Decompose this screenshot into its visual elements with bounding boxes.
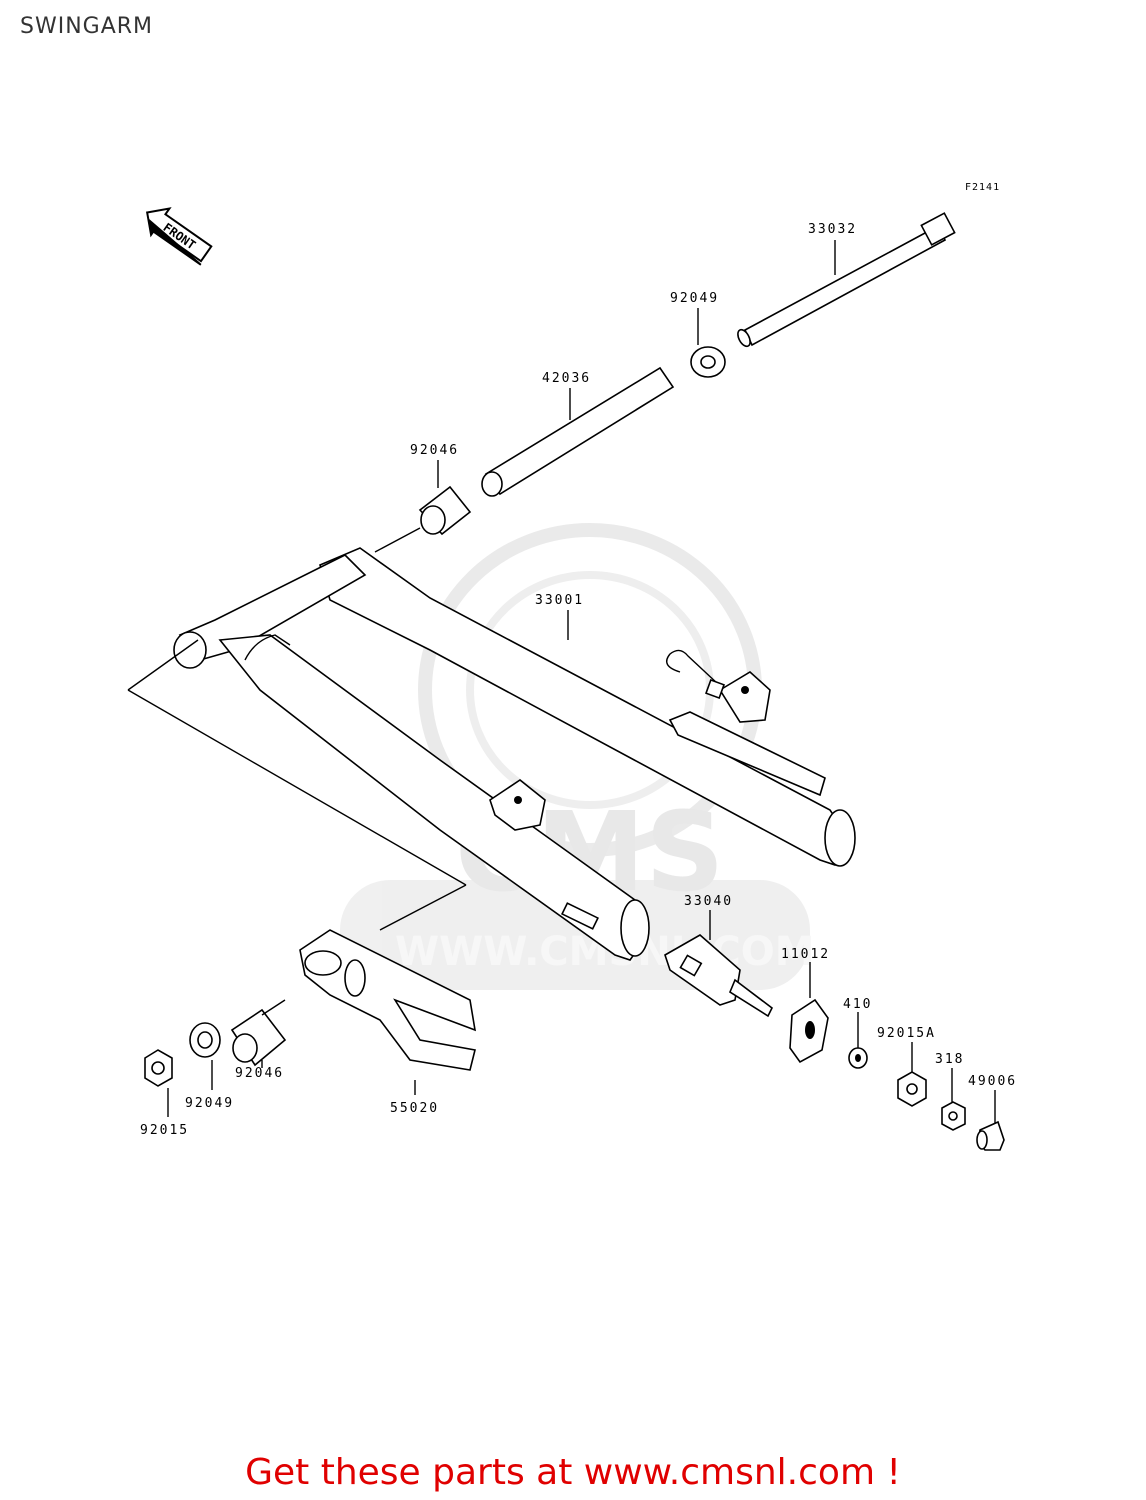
part-label-92015A: 92015A xyxy=(877,1026,936,1041)
part-label-33040: 33040 xyxy=(684,894,733,909)
part-label-410: 410 xyxy=(843,997,872,1012)
part-92046-bearing-upper xyxy=(374,460,472,553)
part-label-92015: 92015 xyxy=(140,1123,189,1138)
part-92049-collar xyxy=(690,308,726,378)
part-label-92046-upper: 92046 xyxy=(410,443,459,458)
part-label-55020: 55020 xyxy=(390,1101,439,1116)
part-33040-chain-adjuster xyxy=(664,910,774,1018)
part-label-11012: 11012 xyxy=(781,947,830,962)
page-title: SWINGARM xyxy=(20,14,154,39)
part-33032-pivot-bolt xyxy=(737,212,956,348)
part-318-nut xyxy=(941,1068,966,1131)
part-92015-nut xyxy=(144,1049,173,1117)
part-label-318: 318 xyxy=(935,1052,964,1067)
footer-promo[interactable]: Get these parts at www.cmsnl.com ! xyxy=(0,1452,1146,1493)
part-label-33001: 33001 xyxy=(535,593,584,608)
front-arrow-icon: FRONT xyxy=(145,207,213,266)
footer-link[interactable]: Get these parts at www.cmsnl.com ! xyxy=(245,1452,901,1493)
part-410-washer xyxy=(848,1012,868,1069)
part-49006-cap xyxy=(976,1090,1005,1151)
part-label-92046-lower: 92046 xyxy=(235,1066,284,1081)
part-label-49006: 49006 xyxy=(968,1074,1017,1089)
part-42036-sleeve xyxy=(481,366,675,497)
part-92015A-nut xyxy=(897,1042,927,1107)
part-label-92049-lower: 92049 xyxy=(185,1096,234,1111)
part-label-33032: 33032 xyxy=(808,222,857,237)
part-55020-chain-slider xyxy=(299,929,477,1095)
part-label-42036: 42036 xyxy=(542,371,591,386)
cmsnl-watermark: CMS WWW.CMSNL.COM xyxy=(340,523,815,990)
part-11012-plate xyxy=(789,962,829,1064)
part-label-92049-upper: 92049 xyxy=(670,291,719,306)
part-92049-collar-lower xyxy=(189,1022,221,1090)
part-33001-swingarm xyxy=(127,547,856,961)
part-92046-bearing-lower xyxy=(230,999,287,1068)
figure-code: F2141 xyxy=(965,182,1000,193)
